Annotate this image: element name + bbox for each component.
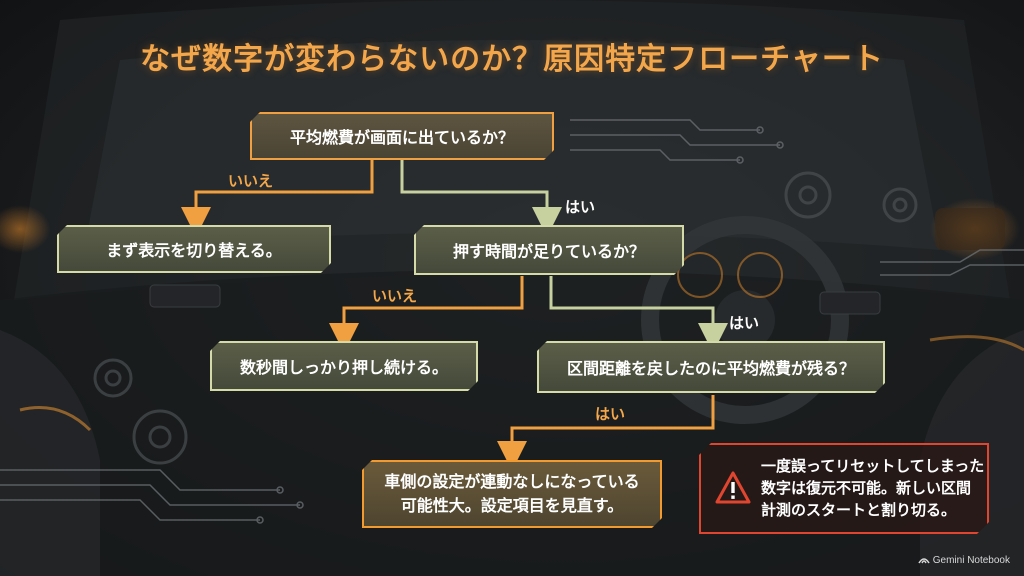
edge-label-q3-yes: はい xyxy=(595,405,626,423)
page-title: なぜ数字が変わらないのか？原因特定フローチャート xyxy=(140,42,884,77)
answer-node-1: まず表示を切り替える。 xyxy=(57,225,331,273)
edge-label-q1-yes: はい xyxy=(565,198,596,216)
question-node-3: 区間距離を戻したのに平均燃費が残る？ xyxy=(537,341,885,393)
brand-watermark: Gemini Notebook xyxy=(918,555,1010,566)
conclusion-line-1: 車側の設定が連動なしになっている xyxy=(384,472,640,491)
conclusion-node: 車側の設定が連動なしになっている 可能性大。設定項目を見直す。 xyxy=(362,460,662,528)
notebook-logo-icon xyxy=(918,558,930,564)
question-2-text: 押す時間が足りているか？ xyxy=(452,242,645,261)
answer-node-2: 数秒間しっかり押し続ける。 xyxy=(210,341,478,391)
edge-label-q2-yes: はい xyxy=(729,314,760,332)
answer-2-text: 数秒間しっかり押し続ける。 xyxy=(239,358,448,377)
brand-text: Gemini Notebook xyxy=(932,555,1010,566)
warning-text: 一度誤ってリセットしてしまった 数字は復元不可能。新しい区間 計測のスタートと割… xyxy=(761,455,985,521)
question-node-1: 平均燃費が画面に出ているか？ xyxy=(250,112,554,160)
warning-callout: 一度誤ってリセットしてしまった 数字は復元不可能。新しい区間 計測のスタートと割… xyxy=(699,443,989,534)
question-node-2: 押す時間が足りているか？ xyxy=(414,225,684,275)
warning-line-3: 計測のスタートと割り切る。 xyxy=(761,501,957,519)
conclusion-line-2: 可能性大。設定項目を見直す。 xyxy=(400,496,624,515)
question-3-text: 区間距離を戻したのに平均燃費が残る？ xyxy=(566,359,855,378)
warning-line-1: 一度誤ってリセットしてしまった xyxy=(761,457,985,475)
answer-1-text: まず表示を切り替える。 xyxy=(106,241,282,260)
warning-line-2: 数字は復元不可能。新しい区間 xyxy=(761,479,972,497)
warning-triangle-icon xyxy=(715,471,751,505)
edge-label-q2-no: いいえ xyxy=(372,287,418,305)
question-1-text: 平均燃費が画面に出ているか？ xyxy=(289,128,514,147)
edge-label-q1-no: いいえ xyxy=(228,172,274,190)
